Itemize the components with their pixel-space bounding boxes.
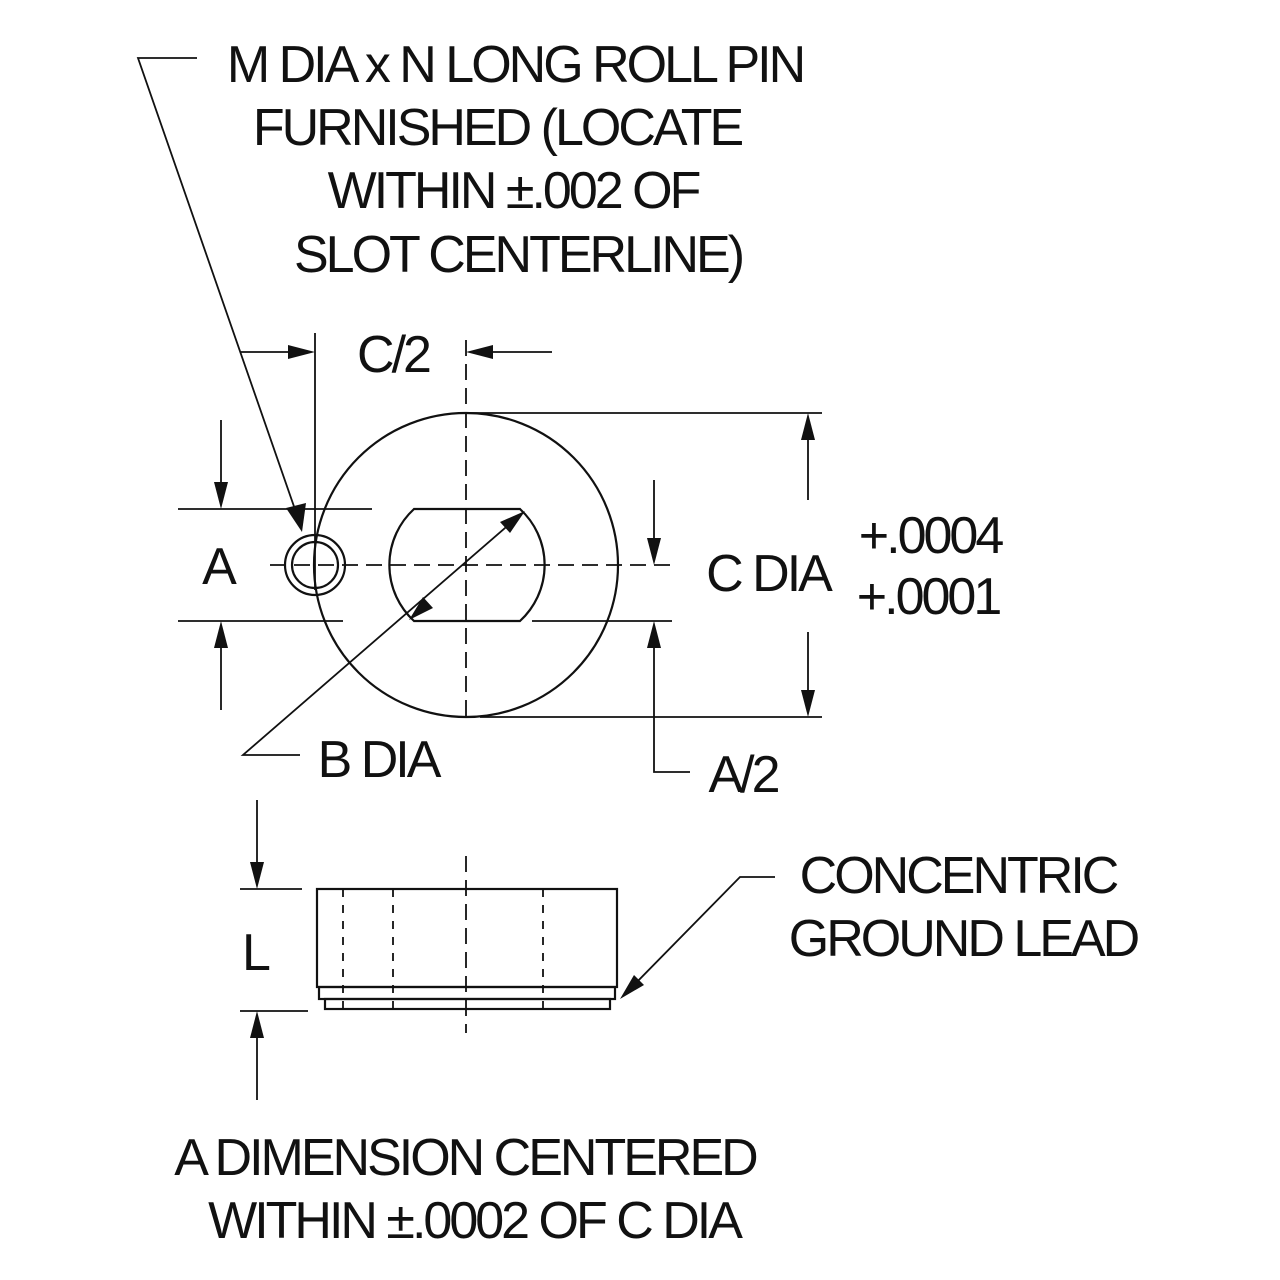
a-label: A bbox=[202, 538, 237, 596]
side-view bbox=[315, 856, 619, 1033]
b-dia-slot bbox=[388, 507, 546, 623]
a-dimension: A bbox=[178, 420, 372, 710]
a-centered-line-2: WITHIN ±.0002 OF C DIA bbox=[208, 1192, 743, 1250]
roll-pin-leader bbox=[136, 57, 306, 532]
ground-lead-callout: CONCENTRIC GROUND LEAD bbox=[620, 847, 1142, 999]
roll-pin-line-3: WITHIN ±.002 OF bbox=[328, 162, 700, 220]
side-body bbox=[315, 887, 619, 989]
roll-pin-callout: M DIA x N LONG ROLL PIN FURNISHED (LOCAT… bbox=[227, 36, 806, 284]
ground-lead-line-1: CONCENTRIC bbox=[800, 847, 1118, 905]
c-half-dimension: C/2 bbox=[240, 326, 552, 384]
roll-pin-line-4: SLOT CENTERLINE) bbox=[294, 226, 743, 284]
tolerance-plus: +.0004 bbox=[859, 507, 1004, 565]
ground-lead-step-2 bbox=[323, 997, 612, 1011]
b-dia-dimension: B DIA bbox=[240, 511, 525, 789]
a-half-dimension: A/2 bbox=[532, 480, 782, 804]
a-half-label: A/2 bbox=[708, 746, 778, 804]
l-label: L bbox=[242, 924, 270, 982]
c-half-label: C/2 bbox=[357, 326, 430, 384]
c-dia-label: C DIA bbox=[706, 545, 833, 603]
ground-lead-line-2: GROUND LEAD bbox=[789, 910, 1139, 968]
a-centered-line-1: A DIMENSION CENTERED bbox=[174, 1129, 757, 1187]
tolerance-minus: +.0001 bbox=[857, 568, 1001, 626]
ground-lead-step-1 bbox=[317, 985, 617, 1001]
b-dia-label: B DIA bbox=[318, 731, 442, 789]
c-dia-dimension: C DIA +.0004 +.0001 bbox=[466, 412, 1006, 718]
top-view bbox=[270, 333, 672, 722]
a-centered-note: A DIMENSION CENTERED WITHIN ±.0002 OF C … bbox=[174, 1129, 760, 1250]
roll-pin-line-1: M DIA x N LONG ROLL PIN bbox=[227, 36, 803, 94]
l-dimension: L bbox=[240, 800, 308, 1100]
roll-pin-line-2: FURNISHED (LOCATE bbox=[253, 99, 743, 157]
